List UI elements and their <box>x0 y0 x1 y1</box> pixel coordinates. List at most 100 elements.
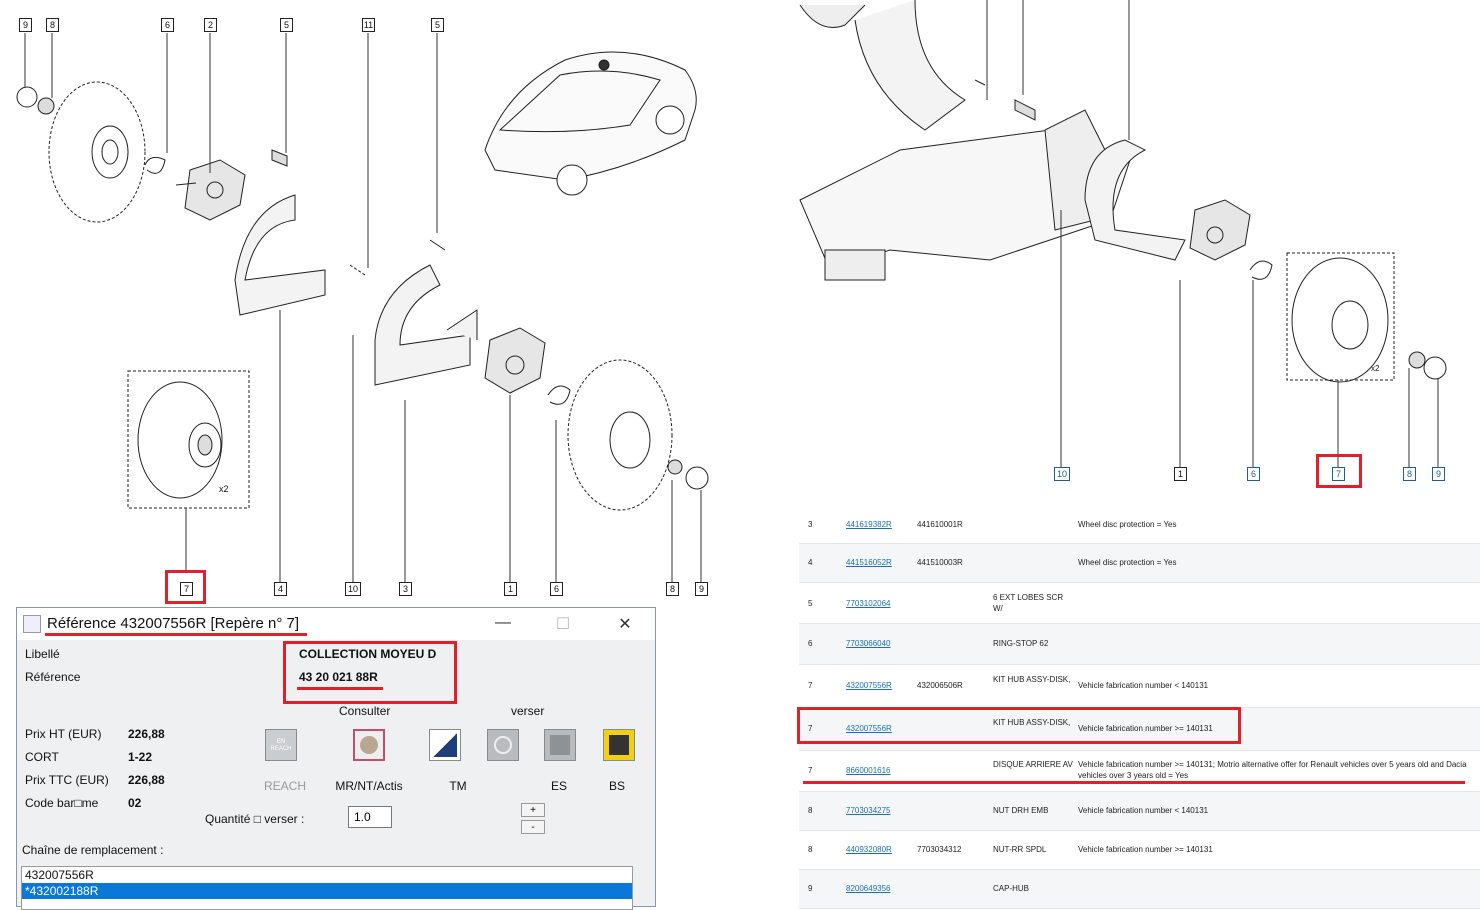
row-alt: 441510003R <box>917 558 963 567</box>
left-diagram-drawing <box>16 33 709 582</box>
close-button[interactable]: ✕ <box>618 616 632 633</box>
row-pos: 5 <box>808 599 813 608</box>
callout-9[interactable]: 9 <box>19 18 32 32</box>
callout-7-right[interactable]: 7 <box>1332 467 1345 481</box>
table-row[interactable]: 4 441516052R 441510003R Wheel disc prote… <box>799 544 1480 583</box>
row-ref-link[interactable]: 441619382R <box>846 520 892 529</box>
libelle-value: COLLECTION MOYEU D <box>299 647 437 661</box>
callout-7[interactable]: 7 <box>180 582 193 596</box>
bs-button[interactable] <box>603 729 635 761</box>
table-row[interactable]: 5 7703102064 6 EXT LOBES SCR W/ <box>799 583 1480 624</box>
table-row[interactable]: 7 8660001616 DISQUE ARRIERE AV Vehicle f… <box>799 751 1480 792</box>
highlight-callout-7 <box>165 570 206 604</box>
callout-9-right[interactable]: 9 <box>1432 467 1445 481</box>
row-note: Wheel disc protection = Yes <box>1078 520 1177 529</box>
row-label: KIT HUB ASSY-DISK, <box>993 675 1071 684</box>
callout-4[interactable]: 4 <box>274 582 287 596</box>
callout-6b[interactable]: 6 <box>550 582 563 596</box>
row-ref-link[interactable]: 8200649356 <box>846 884 891 893</box>
prix-ht-label: Prix HT (EUR) <box>25 727 102 741</box>
table-row[interactable]: 6 7703066040 RING-STOP 62 <box>799 624 1480 665</box>
row-ref-link[interactable]: 7703034275 <box>846 806 891 815</box>
wrench-icon <box>360 736 378 754</box>
quantity-label: Quantité □ verser : <box>205 812 305 826</box>
row-ref-link[interactable]: 7703102064 <box>846 599 891 608</box>
row-ref-link[interactable]: 440932080R <box>846 845 892 854</box>
java-app-icon <box>23 615 41 633</box>
maximize-button[interactable]: ☐ <box>555 616 571 633</box>
row-label: NUT-RR SPDL <box>993 845 1047 854</box>
bs-label: BS <box>608 779 625 793</box>
row-alt: 432006506R <box>917 681 963 690</box>
callout-6-right[interactable]: 6 <box>1247 467 1260 481</box>
callout-5b[interactable]: 5 <box>431 18 444 32</box>
prix-ttc-label: Prix TTC (EUR) <box>25 773 109 787</box>
quantity-input[interactable] <box>348 806 392 828</box>
callout-3[interactable]: 3 <box>399 582 412 596</box>
reach-button[interactable]: EN REACH <box>265 729 297 761</box>
quantity-minus-button[interactable]: - <box>521 820 545 834</box>
row-pos: 7 <box>808 681 813 690</box>
list-item[interactable]: 432007556R <box>25 868 94 882</box>
es-button[interactable] <box>544 729 576 761</box>
row-pos: 7 <box>808 766 813 775</box>
callout-8[interactable]: 8 <box>46 18 59 32</box>
minimize-button[interactable]: — <box>495 614 511 631</box>
row-label: NUT DRH EMB <box>993 806 1049 815</box>
row-ref-link[interactable]: 432007556R <box>846 724 892 733</box>
row-ref-link[interactable]: 8660001616 <box>846 766 891 775</box>
row-note: Vehicle fabrication number < 140131 <box>1078 681 1209 690</box>
row-alt: 441610001R <box>917 520 963 529</box>
callout-10[interactable]: 10 <box>345 582 361 596</box>
row-pos: 8 <box>808 845 813 854</box>
mrntactis-button[interactable] <box>353 729 385 761</box>
row-note: Wheel disc protection = Yes <box>1078 558 1177 567</box>
row-pos: 6 <box>808 639 813 648</box>
bs-tool-icon <box>609 735 629 755</box>
table-row[interactable]: 3 441619382R 441610001R Wheel disc prote… <box>799 507 1480 544</box>
callout-5[interactable]: 5 <box>280 18 293 32</box>
callout-8b[interactable]: 8 <box>666 582 679 596</box>
replacement-chain-list[interactable]: 432007556R *432002188R <box>21 866 633 910</box>
row-ref-link[interactable]: 7703066040 <box>846 639 891 648</box>
es-label: ES <box>550 779 567 793</box>
gear-icon <box>494 736 512 754</box>
row-note: Vehicle fabrication number < 140131 <box>1078 806 1209 815</box>
blank-button[interactable] <box>487 729 519 761</box>
row-label: KIT HUB ASSY-DISK, <box>993 718 1071 727</box>
x2-label: x2 <box>219 484 229 494</box>
callout-10-right[interactable]: 10 <box>1054 467 1070 481</box>
callout-2[interactable]: 2 <box>204 18 217 32</box>
row-label: RING-STOP 62 <box>993 639 1049 648</box>
callout-9b[interactable]: 9 <box>695 582 708 596</box>
callout-1-right[interactable]: 1 <box>1174 467 1187 481</box>
callout-11[interactable]: 11 <box>362 18 375 32</box>
reach-icon-text: EN REACH <box>270 739 292 752</box>
quantity-plus-button[interactable]: + <box>521 803 545 817</box>
reference-value: 43 20 021 88R <box>299 670 378 684</box>
table-row[interactable]: 7 432007556R 432006506R KIT HUB ASSY-DIS… <box>799 665 1480 708</box>
highlight-row-7 <box>797 707 1241 744</box>
row-pos: 4 <box>808 558 813 567</box>
tm-button[interactable] <box>429 729 461 761</box>
row-ref-link[interactable]: 441516052R <box>846 558 892 567</box>
row-label: 6 EXT LOBES SCR W/ <box>993 593 1064 613</box>
callout-1[interactable]: 1 <box>504 582 517 596</box>
row-note: Vehicle fabrication number >= 140131 <box>1078 724 1213 733</box>
table-row[interactable]: 9 8200649356 CAP-HUB <box>799 870 1480 909</box>
row-pos: 9 <box>808 884 813 893</box>
highlight-callout-7-right <box>1316 454 1362 488</box>
row-note: Vehicle fabrication number >= 140131 <box>1078 845 1213 854</box>
prix-ttc-value: 226,88 <box>128 773 165 787</box>
libelle-label: Libellé <box>25 647 60 661</box>
list-item-selected[interactable]: *432002188R <box>22 883 632 899</box>
mrntactis-label: MR/NT/Actis <box>335 779 403 793</box>
table-row[interactable]: 8 7703034275 NUT DRH EMB Vehicle fabrica… <box>799 792 1480 831</box>
row-ref-link[interactable]: 432007556R <box>846 681 892 690</box>
consulter-label: Consulter <box>339 704 391 718</box>
row-alt: 7703034312 <box>917 845 962 854</box>
callout-6[interactable]: 6 <box>161 18 174 32</box>
callout-8-right[interactable]: 8 <box>1403 467 1416 481</box>
row-7-alt-underline <box>803 781 1465 784</box>
table-row[interactable]: 8 440932080R 7703034312 NUT-RR SPDL Vehi… <box>799 831 1480 870</box>
